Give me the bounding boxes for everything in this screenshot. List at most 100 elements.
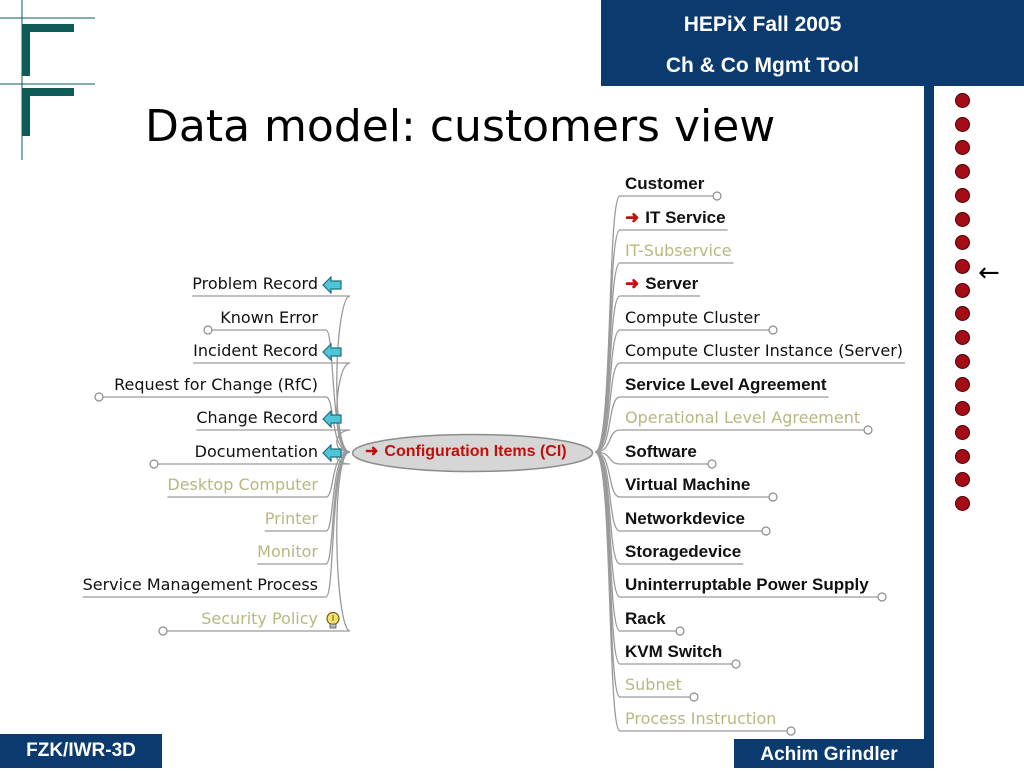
- node-compute-cluster[interactable]: Compute Cluster: [625, 308, 760, 328]
- node-label: Security Policy: [201, 609, 318, 628]
- slide-dot-13[interactable]: [955, 377, 970, 393]
- node-label: Networkdevice: [625, 509, 745, 528]
- node-it-service[interactable]: ➜IT Service: [625, 208, 726, 228]
- node-desktop-computer[interactable]: Desktop Computer: [167, 475, 318, 495]
- node-label: Service Level Agreement: [625, 375, 827, 394]
- node-server[interactable]: ➜ Server: [625, 274, 698, 294]
- slide-dot-14[interactable]: [955, 401, 970, 417]
- slide-dot-15[interactable]: [955, 424, 970, 440]
- slide-dot-1[interactable]: [955, 93, 970, 108]
- cyan-arrow-icon: [322, 275, 342, 294]
- node-label: Virtual Machine: [625, 475, 751, 494]
- fzk-logo: [0, 0, 95, 160]
- collapse-knob: [149, 459, 159, 469]
- connector-line: [594, 362, 906, 453]
- slide-dot-7[interactable]: [955, 235, 970, 251]
- node-label: Service Management Process: [82, 575, 318, 594]
- lightbulb-icon: [322, 611, 342, 629]
- node-monitor[interactable]: Monitor: [257, 542, 318, 562]
- node-label: Monitor: [257, 542, 318, 561]
- collapse-knob: [768, 492, 778, 502]
- slide-dot-9[interactable]: [955, 282, 970, 298]
- node-virtual-machine[interactable]: Virtual Machine: [625, 475, 750, 495]
- node-label: Problem Record: [192, 274, 318, 293]
- node-networkdevice[interactable]: Networkdevice: [625, 509, 745, 529]
- cyan-arrow-icon: [322, 342, 342, 361]
- collapse-knob: [707, 459, 717, 469]
- node-it-subservice[interactable]: IT-Subservice: [625, 241, 732, 261]
- connector-line: [594, 451, 708, 465]
- node-documentation[interactable]: Documentation: [195, 442, 342, 462]
- connector-line: [167, 451, 351, 498]
- node-known-error[interactable]: Known Error: [220, 308, 318, 328]
- node-label: Printer: [264, 509, 318, 528]
- slide-dot-3[interactable]: [955, 140, 970, 156]
- node-storagedevice[interactable]: Storagedevice: [625, 542, 741, 562]
- node-change-record[interactable]: Change Record: [196, 408, 342, 428]
- connector-line: [193, 362, 351, 453]
- node-label: Desktop Computer: [167, 475, 318, 494]
- node-service-management-process[interactable]: Service Management Process: [83, 575, 318, 595]
- node-compute-cluster-instance-server[interactable]: Compute Cluster Instance (Server): [625, 341, 903, 361]
- collapse-knob: [712, 191, 722, 201]
- collapse-knob: [675, 626, 685, 636]
- node-software[interactable]: Software: [625, 442, 697, 462]
- slide-dot-18[interactable]: [955, 495, 970, 511]
- node-request-for-change-rfc[interactable]: Request for Change (RfC): [114, 375, 318, 395]
- node-label: Software: [625, 442, 697, 461]
- node-security-policy[interactable]: Security Policy: [201, 609, 342, 629]
- node-operational-level-agreement[interactable]: Operational Level Agreement: [625, 408, 860, 428]
- node-label: Customer: [625, 174, 705, 193]
- node-label: Operational Level Agreement: [625, 408, 861, 427]
- connector-line: [212, 329, 351, 453]
- connector-line: [192, 295, 351, 453]
- node-subnet[interactable]: Subnet: [625, 675, 682, 695]
- connector-line: [594, 451, 769, 498]
- mindmap-connectors: [82, 191, 906, 736]
- slide-dot-4[interactable]: [955, 164, 970, 180]
- node-label: Rack: [625, 609, 666, 628]
- node-label: IT-Subservice: [625, 241, 732, 260]
- slide-dot-12[interactable]: [955, 353, 970, 369]
- connector-line: [196, 429, 351, 453]
- collapse-knob: [863, 425, 873, 435]
- red-arrow-icon: ➜: [625, 274, 640, 293]
- node-label: Storagedevice: [625, 542, 742, 561]
- red-arrow-icon: ➜: [365, 443, 379, 460]
- collapse-knob: [689, 692, 699, 702]
- header-event: HEPiX Fall 2005: [683, 13, 842, 36]
- node-label: Known Error: [220, 308, 318, 327]
- node-uninterruptable-power-supply[interactable]: Uninterruptable Power Supply: [625, 575, 869, 595]
- header-talk-title: Ch & Co Mgmt Tool: [665, 54, 860, 77]
- connector-line: [167, 451, 351, 632]
- node-label: Incident Record: [193, 341, 318, 360]
- slide-dot-11[interactable]: [955, 330, 970, 345]
- connector-line: [594, 451, 787, 732]
- cyan-arrow-icon: [322, 409, 342, 428]
- slide-dot-2[interactable]: [955, 116, 970, 132]
- node-label: Compute Cluster Instance (Server): [625, 341, 904, 360]
- node-rack[interactable]: Rack: [625, 609, 666, 629]
- slide-dot-5[interactable]: [955, 187, 970, 203]
- node-customer[interactable]: Customer: [625, 174, 704, 194]
- node-problem-record[interactable]: Problem Record: [192, 274, 342, 294]
- slide-dot-16[interactable]: [955, 448, 970, 464]
- red-arrow-icon: ➜: [625, 208, 640, 227]
- slide-dot-10[interactable]: [955, 306, 970, 322]
- current-slide-marker: ←: [978, 258, 1000, 288]
- node-process-instruction[interactable]: Process Instruction: [625, 709, 776, 729]
- slide-dot-17[interactable]: [955, 472, 970, 488]
- right-frame-bar: [924, 86, 934, 768]
- node-label: Documentation: [194, 442, 318, 461]
- node-label: Compute Cluster: [625, 308, 760, 327]
- node-label: Server: [645, 274, 699, 293]
- center-node-label[interactable]: ➜ Configuration Items (CI): [365, 441, 567, 461]
- node-incident-record[interactable]: Incident Record: [193, 341, 342, 361]
- node-kvm-switch[interactable]: KVM Switch: [625, 642, 722, 662]
- slide-dot-6[interactable]: [955, 211, 970, 227]
- cyan-arrow-icon: [322, 443, 342, 462]
- center-node-text: Configuration Items (CI): [384, 443, 567, 460]
- slide-dot-8[interactable]: [955, 258, 970, 274]
- node-service-level-agreement[interactable]: Service Level Agreement: [625, 375, 827, 395]
- node-printer[interactable]: Printer: [265, 509, 318, 529]
